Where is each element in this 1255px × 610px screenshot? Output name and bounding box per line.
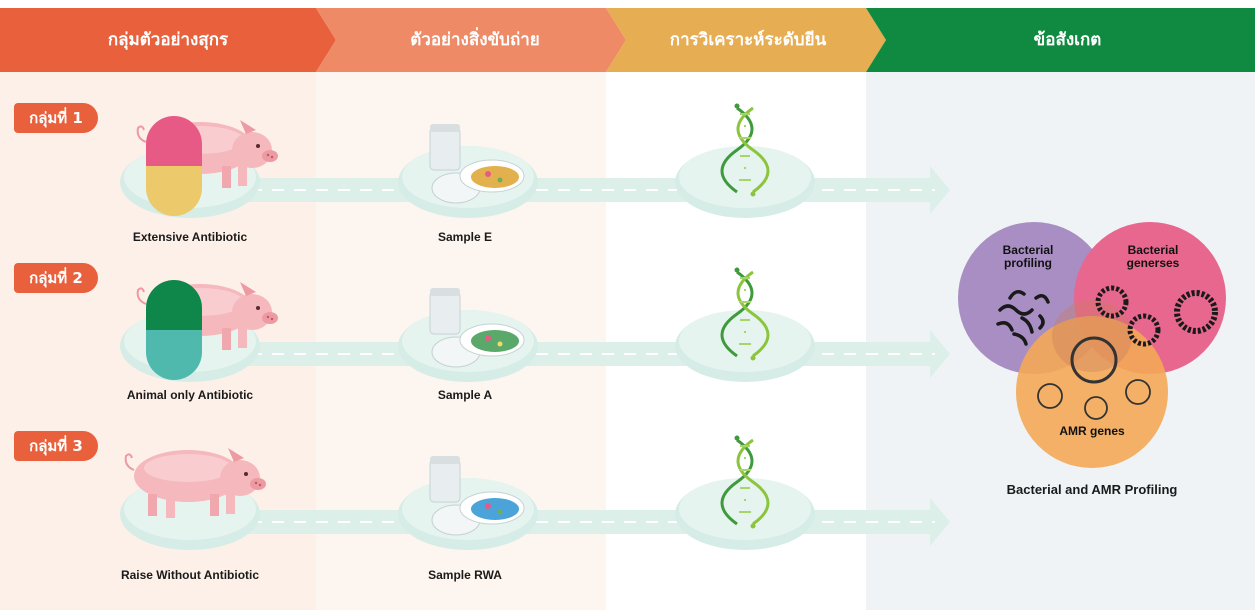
sample-caption-1: Sample E (437, 230, 493, 244)
bacteria-icon (996, 290, 1050, 346)
header-label-sample: ตัวอย่างสิ่งขับถ่าย (410, 30, 540, 50)
header-chevron-1 (0, 8, 336, 72)
lane-1 (120, 102, 950, 218)
lane-2-capsule (146, 280, 202, 380)
venn-label-bacterial-profiling: Bacterial profiling (1002, 243, 1054, 270)
header-label-pig-group: กลุ่มตัวอย่างสุกร (107, 30, 229, 50)
venn-diagram (958, 222, 1226, 468)
lane-1-capsule (146, 116, 202, 216)
lane-2 (120, 266, 950, 382)
lane-3 (120, 434, 950, 550)
group-tag-3: กลุ่มที่ 3 (14, 431, 98, 461)
header-chevron-4 (866, 8, 1255, 72)
pig-caption-3: Raise Without Antibiotic (120, 568, 260, 582)
group-tag-2: กลุ่มที่ 2 (14, 263, 98, 293)
plasmid-icons (1095, 285, 1218, 347)
group-tag-1: กลุ่มที่ 1 (14, 103, 98, 133)
header-label-observation: ข้อสังเกต (1033, 30, 1102, 50)
venn-amr-genes (1016, 316, 1168, 468)
pig-caption-2: Animal only Antibiotic (126, 388, 254, 402)
summary-caption: Bacterial and AMR Profiling (1006, 482, 1178, 497)
lane-1-sample-dish (429, 124, 525, 204)
header-chevron-3 (606, 8, 886, 72)
amr-gene-icons (1037, 336, 1151, 420)
sample-caption-3: Sample RWA (428, 568, 502, 582)
pig-caption-1: Extensive Antibiotic (132, 230, 248, 244)
header-label-analysis: การวิเคราะห์ระดับยีน (669, 30, 827, 50)
lane-2-sample-dish (429, 288, 525, 368)
lane-3-sample-dish (429, 456, 525, 536)
sample-caption-2: Sample A (437, 388, 493, 402)
venn-label-bacterial-genomes: Bacterial generses (1126, 243, 1180, 270)
header-bar (0, 8, 1255, 72)
header-chevron-2 (316, 8, 626, 72)
venn-label-amr-genes: AMR genes (1059, 424, 1125, 438)
